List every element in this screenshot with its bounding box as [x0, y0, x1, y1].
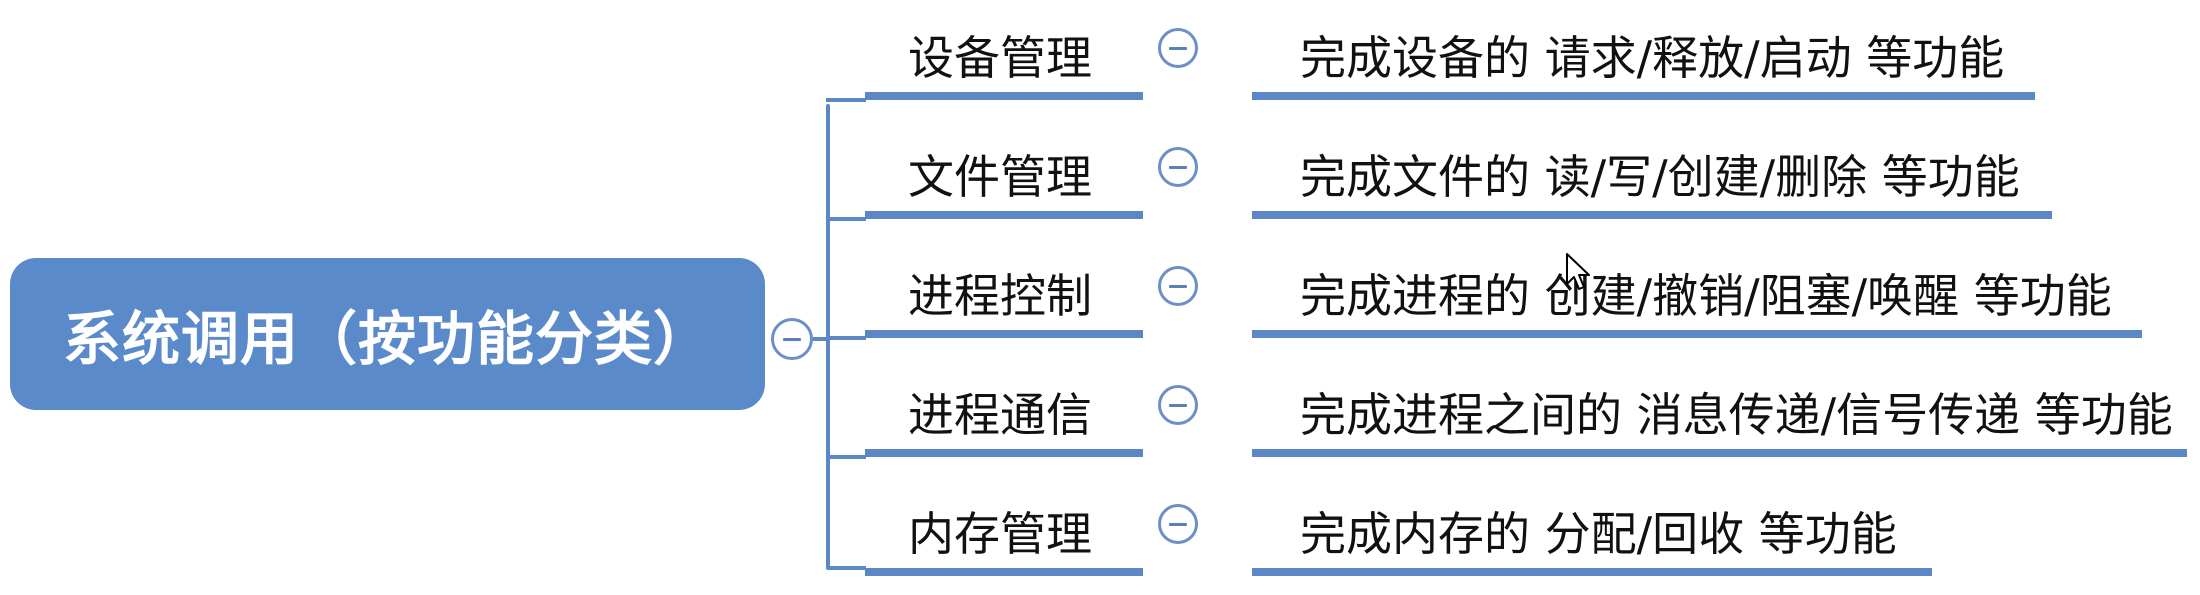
- branch-connector: [826, 455, 866, 459]
- branch-collapse-button[interactable]: [1158, 147, 1198, 187]
- branch-underline: [865, 211, 1143, 219]
- minus-icon: [1169, 46, 1187, 50]
- root-node[interactable]: 系统调用（按功能分类）: [10, 258, 765, 410]
- branch-underline: [865, 92, 1143, 100]
- branch-label-process-communication[interactable]: 进程通信: [908, 388, 1092, 442]
- branch-collapse-button[interactable]: [1158, 28, 1198, 68]
- branch-connector: [826, 98, 866, 102]
- branch-label-memory-management[interactable]: 内存管理: [908, 507, 1092, 561]
- description-underline: [1252, 330, 2142, 338]
- branch-connector: [826, 336, 866, 340]
- branch-collapse-button[interactable]: [1158, 385, 1198, 425]
- description-process-communication[interactable]: 完成进程之间的 消息传递/信号传递 等功能: [1300, 388, 2173, 442]
- description-memory-management[interactable]: 完成内存的 分配/回收 等功能: [1300, 507, 1897, 561]
- branch-collapse-button[interactable]: [1158, 266, 1198, 306]
- mouse-cursor-icon: [1566, 253, 1590, 290]
- minus-icon: [1169, 403, 1187, 407]
- minus-icon: [1169, 165, 1187, 169]
- branch-underline: [865, 449, 1143, 457]
- minus-icon: [1169, 522, 1187, 526]
- description-device-management[interactable]: 完成设备的 请求/释放/启动 等功能: [1300, 31, 2005, 85]
- branch-connector: [826, 566, 866, 570]
- branch-label-process-control[interactable]: 进程控制: [908, 269, 1092, 323]
- description-underline: [1252, 92, 2035, 100]
- description-underline: [1252, 568, 1932, 576]
- minus-icon: [782, 337, 802, 341]
- branch-label-device-management[interactable]: 设备管理: [908, 31, 1092, 85]
- branch-underline: [865, 330, 1143, 338]
- minus-icon: [1169, 284, 1187, 288]
- root-connector: [813, 337, 830, 341]
- branch-underline: [865, 568, 1143, 576]
- root-collapse-button[interactable]: [771, 318, 813, 360]
- description-process-control[interactable]: 完成进程的 创建/撤销/阻塞/唤醒 等功能: [1300, 269, 2112, 323]
- description-underline: [1252, 449, 2187, 457]
- branch-connector: [826, 217, 866, 221]
- branch-collapse-button[interactable]: [1158, 504, 1198, 544]
- branch-label-file-management[interactable]: 文件管理: [908, 150, 1092, 204]
- description-underline: [1252, 211, 2052, 219]
- description-file-management[interactable]: 完成文件的 读/写/创建/删除 等功能: [1300, 150, 2020, 204]
- root-node-label: 系统调用（按功能分类）: [62, 305, 712, 373]
